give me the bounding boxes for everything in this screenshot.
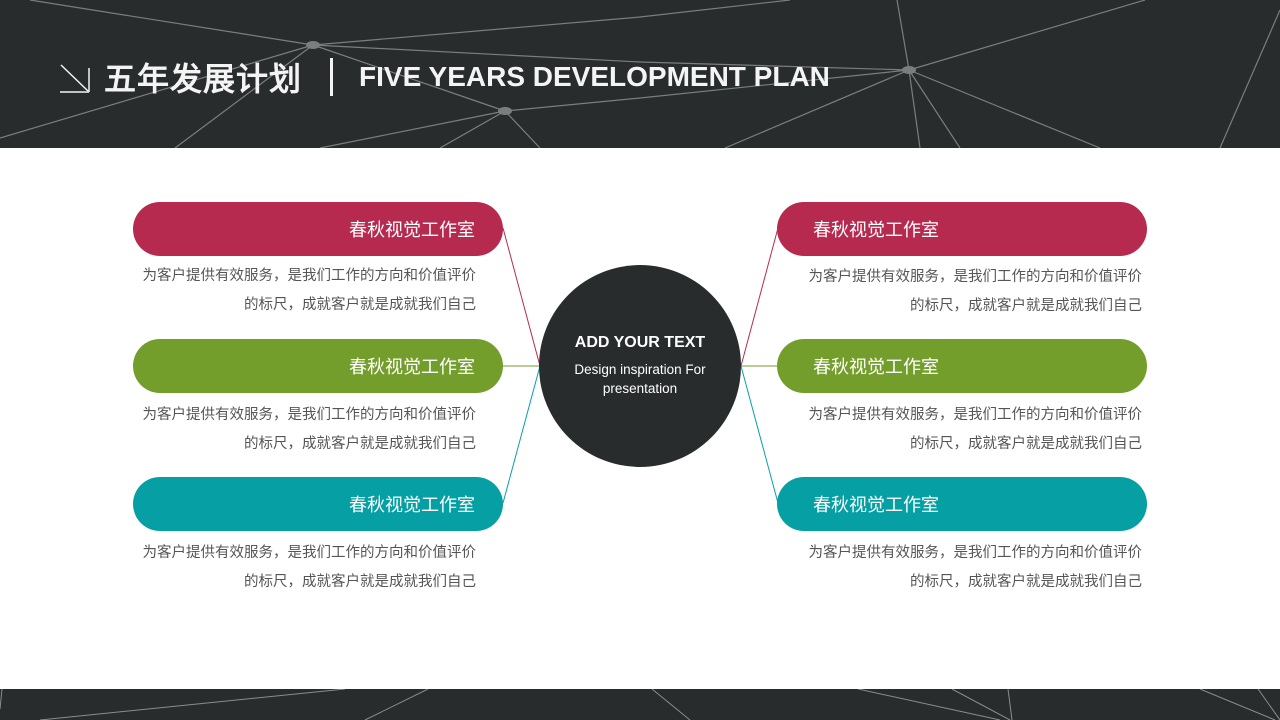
right-desc-1: 为客户提供有效服务，是我们工作的方向和价值评价的标尺，成就客户就是成就我们自己 (808, 269, 1143, 314)
pill-label: 春秋视觉工作室 (349, 357, 475, 378)
pill-label: 春秋视觉工作室 (349, 220, 475, 241)
pill-label: 春秋视觉工作室 (813, 357, 939, 378)
right-pill-3[interactable]: 春秋视觉工作室 (777, 477, 1147, 531)
right-pill-2[interactable]: 春秋视觉工作室 (777, 339, 1147, 393)
center-title: ADD YOUR TEXT (574, 334, 706, 351)
network-lines-decoration (0, 0, 1280, 148)
left-desc-2: 为客户提供有效服务，是我们工作的方向和价值评价的标尺，成就客户就是成就我们自己 (142, 407, 477, 452)
right-pill-1[interactable]: 春秋视觉工作室 (777, 202, 1147, 256)
page-title: 五年发展计划 FIVE YEARS DEVELOPMENT PLAN (58, 54, 830, 100)
right-desc-3: 为客户提供有效服务，是我们工作的方向和价值评价的标尺，成就客户就是成就我们自己 (808, 545, 1143, 590)
left-pill-2[interactable]: 春秋视觉工作室 (133, 339, 503, 393)
right-desc-2: 为客户提供有效服务，是我们工作的方向和价值评价的标尺，成就客户就是成就我们自己 (808, 407, 1143, 452)
title-chinese: 五年发展计划 (104, 60, 303, 98)
center-subtitle: Design inspiration For presentation (574, 362, 706, 396)
left-desc-3: 为客户提供有效服务，是我们工作的方向和价值评价的标尺，成就客户就是成就我们自己 (142, 545, 477, 590)
center-circle[interactable]: ADD YOUR TEXT Design inspiration For pre… (539, 265, 741, 467)
pill-label: 春秋视觉工作室 (813, 495, 939, 516)
left-pill-1[interactable]: 春秋视觉工作室 (133, 202, 503, 256)
title-separator (330, 58, 334, 96)
left-pill-3[interactable]: 春秋视觉工作室 (133, 477, 503, 531)
pill-label: 春秋视觉工作室 (813, 220, 939, 241)
network-lines-decoration (0, 689, 1280, 720)
title-english: FIVE YEARS DEVELOPMENT PLAN (359, 61, 830, 92)
arrow-down-right-icon (60, 64, 90, 93)
left-desc-1: 为客户提供有效服务，是我们工作的方向和价值评价的标尺，成就客户就是成就我们自己 (142, 268, 477, 313)
pill-label: 春秋视觉工作室 (349, 495, 475, 516)
header-banner: 五年发展计划 FIVE YEARS DEVELOPMENT PLAN (0, 0, 1280, 148)
footer-banner (0, 689, 1280, 720)
